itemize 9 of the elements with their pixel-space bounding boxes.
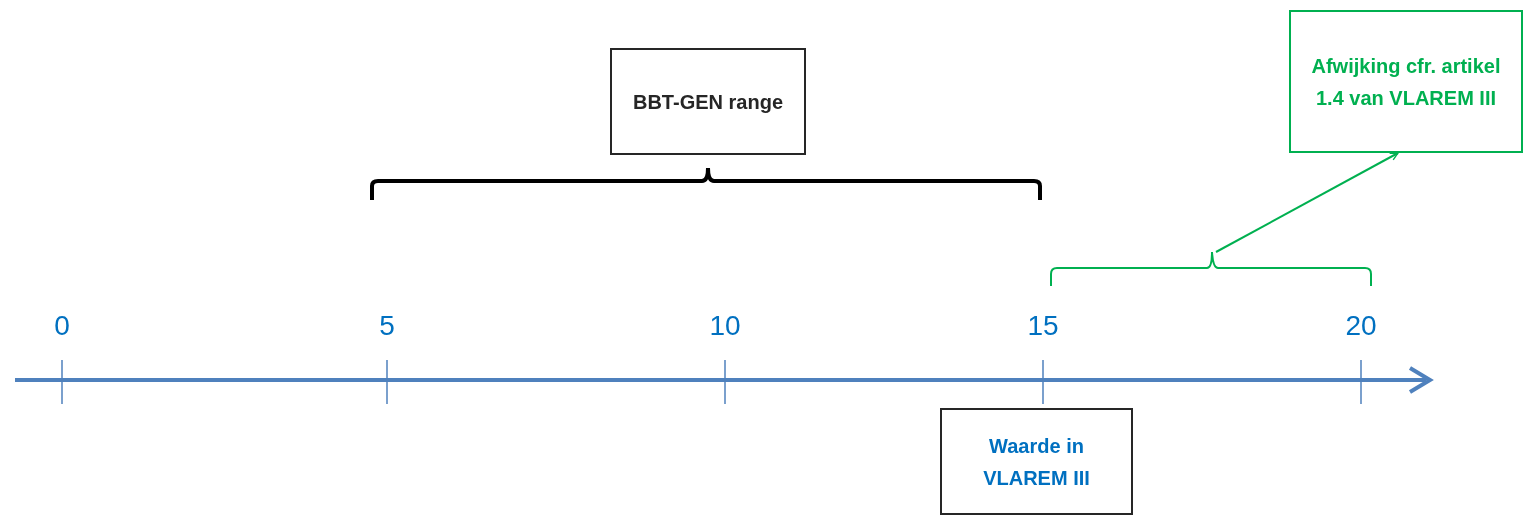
axis-tick-label: 10 [709, 312, 741, 340]
axis-tick-label: 15 [1027, 312, 1059, 340]
arrow [1215, 152, 1399, 253]
axis-tick-label: 20 [1345, 312, 1377, 340]
text-box: Waarde in VLAREM III [940, 408, 1133, 515]
axis-tick-label: 0 [54, 312, 70, 340]
text-box: Afwijking cfr. artikel 1.4 van VLAREM III [1289, 10, 1523, 153]
axis-tick-label: 5 [379, 312, 395, 340]
text-box: BBT-GEN range [610, 48, 806, 155]
